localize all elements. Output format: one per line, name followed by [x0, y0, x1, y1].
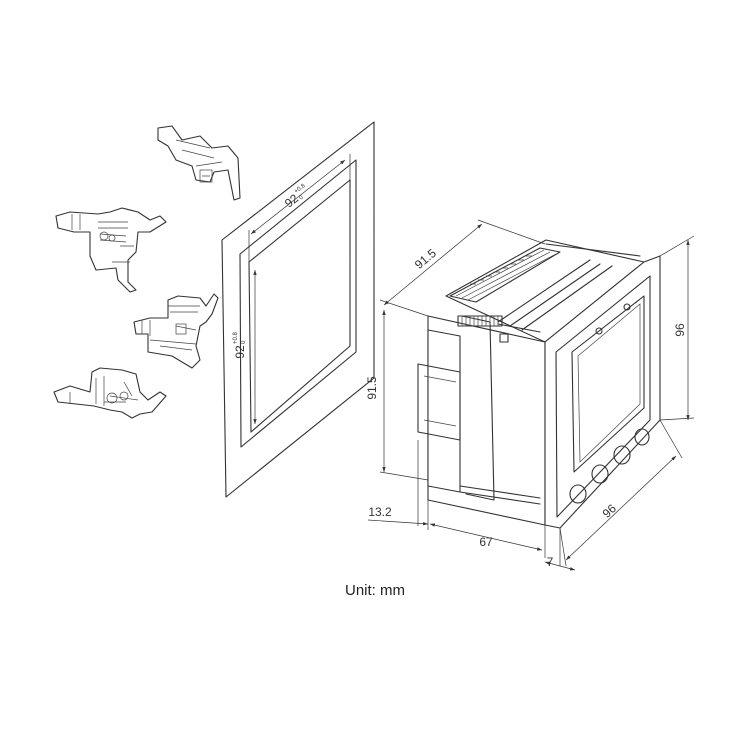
- depth-side-dim: 91.5: [365, 310, 429, 481]
- cutout-height-dim: 92 +0.8 0: [233, 270, 257, 424]
- front-height-dim: 96: [659, 235, 695, 421]
- body-depth-label: 67: [479, 535, 493, 549]
- mounting-clip-1: [157, 125, 241, 201]
- cutout-height-tol-upper: +0.8: [233, 331, 239, 344]
- mounting-panel: [221, 121, 375, 498]
- bezel-depth-label: 7: [547, 555, 554, 569]
- rear-offset-label: 13.2: [368, 505, 392, 519]
- meter-body: [417, 239, 661, 529]
- mounting-clip-4: [53, 367, 167, 419]
- body-depth-dim: 67: [427, 500, 546, 558]
- bezel-depth-dim: 7: [544, 528, 576, 571]
- depth-side-label: 91.5: [365, 376, 379, 400]
- unit-label: Unit: mm: [345, 582, 405, 599]
- mounting-clip-3: [133, 293, 219, 369]
- rear-offset-dim: 13.2: [367, 440, 429, 526]
- front-height-label: 96: [673, 323, 687, 337]
- front-width-label: 96: [600, 501, 620, 521]
- mounting-clip-2: [55, 207, 167, 293]
- cutout-height-tol-lower: 0: [241, 340, 247, 344]
- depth-top-label: 91.5: [412, 246, 439, 272]
- cutout-height-label: 92: [233, 345, 247, 359]
- cutout-width-tol-lower: 0: [298, 194, 305, 201]
